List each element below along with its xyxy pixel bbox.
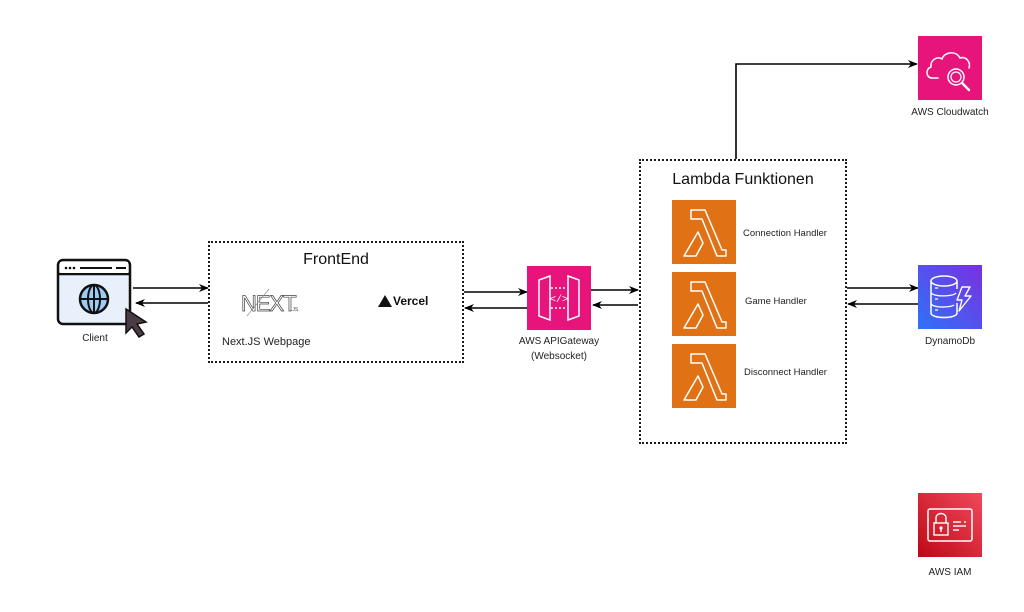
nextjs-icon: NEXT .JS (241, 288, 299, 316)
frontend-title: FrontEnd (303, 251, 369, 268)
arrow-lambda-to-cloudwatch (735, 60, 918, 159)
lambda-connection-handler[interactable] (672, 200, 736, 264)
cloudwatch-icon (926, 52, 971, 92)
frontend-group[interactable]: FrontEnd (208, 241, 464, 363)
svg-text:</>: </> (550, 294, 568, 306)
nextjs-logo: NEXT .JS (239, 286, 309, 322)
lambda-icon (683, 281, 727, 329)
svg-text:.JS: .JS (291, 307, 299, 313)
client-node[interactable] (56, 258, 148, 340)
api-gateway-label-line2: (Websocket) (531, 351, 587, 362)
vercel-text: Vercel (393, 294, 429, 308)
frontend-subtitle: Next.JS Webpage (222, 336, 311, 348)
vercel-triangle-icon (378, 295, 392, 307)
iam-icon (927, 508, 973, 542)
api-gateway-label-line1: AWS APIGateway (518, 336, 600, 347)
dynamodb-node[interactable] (918, 265, 982, 329)
lambda-group-title: Lambda Funktionen (672, 171, 814, 188)
lambda-group[interactable]: Lambda Funktionen (639, 159, 847, 444)
iam-label: AWS IAM (928, 567, 972, 578)
client-label: Client (82, 333, 108, 344)
lambda-icon (683, 209, 727, 257)
lambda-label-disconnect: Disconnect Handler (744, 367, 827, 378)
lambda-game-handler[interactable] (672, 272, 736, 336)
cloudwatch-label: AWS Cloudwatch (911, 107, 989, 118)
dynamodb-icon (930, 275, 972, 319)
lambda-label-connection: Connection Handler (743, 228, 827, 239)
lambda-icon (683, 353, 727, 401)
api-gateway-icon: </> (538, 274, 580, 322)
browser-globe-cursor-icon (56, 258, 148, 339)
cloudwatch-node[interactable] (918, 36, 982, 100)
lambda-disconnect-handler[interactable] (672, 344, 736, 408)
svg-text:NEXT: NEXT (241, 291, 296, 316)
iam-node[interactable] (918, 493, 982, 557)
api-gateway-node[interactable]: </> (527, 266, 591, 330)
dynamodb-label: DynamoDb (924, 336, 976, 347)
lambda-label-game: Game Handler (745, 296, 807, 307)
vercel-logo: Vercel (378, 293, 428, 309)
